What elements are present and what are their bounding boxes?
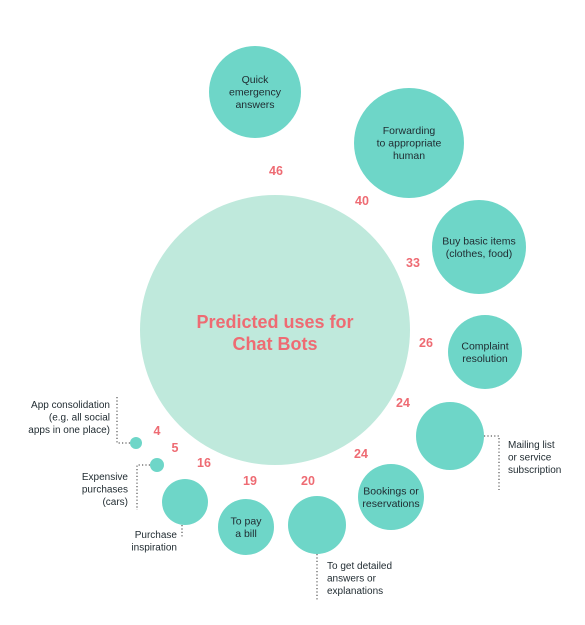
value-label: 26 <box>419 336 433 350</box>
category-label: Expensive purchases(cars) <box>82 472 129 508</box>
category-label-line: to appropriate <box>377 138 442 150</box>
category-label-line: Bookings or <box>363 485 419 497</box>
category-label-line: (e.g. all social <box>49 413 110 424</box>
category-label-line: apps in one place) <box>28 425 110 436</box>
value-label: 16 <box>197 456 211 470</box>
bubble <box>150 458 164 472</box>
bubble <box>218 499 274 555</box>
category-label-line: To get detailed <box>327 561 392 572</box>
leader-line <box>116 395 130 444</box>
center-bubble <box>140 195 410 465</box>
bubble <box>432 200 526 294</box>
category-label-line: Quick <box>242 74 270 86</box>
category-label-line: Expensive <box>82 472 129 483</box>
chart-title-line: Chat Bots <box>233 334 318 354</box>
category-label-line: Complaint <box>461 340 508 352</box>
category-label-line: purchases <box>82 485 128 496</box>
bubble <box>162 479 208 525</box>
category-label-line: Purchase <box>135 530 178 541</box>
category-label-line: resolution <box>462 353 508 365</box>
category-label-line: Mailing list <box>508 440 555 451</box>
category-label-line: (clothes, food) <box>446 248 513 260</box>
leader-line <box>136 464 150 510</box>
value-label: 24 <box>396 396 410 410</box>
category-label-line: answers <box>235 99 274 111</box>
bubble <box>288 496 346 554</box>
bubble <box>130 437 142 449</box>
value-label: 46 <box>269 164 283 178</box>
value-label: 5 <box>172 441 179 455</box>
leader-line <box>484 435 500 490</box>
value-label: 24 <box>354 447 368 461</box>
value-label: 4 <box>154 424 161 438</box>
chart-title-line: Predicted uses for <box>196 312 353 332</box>
category-label-line: human <box>393 150 425 162</box>
bubble <box>358 464 424 530</box>
category-label: Buy basic items(clothes, food) <box>442 235 516 260</box>
category-label-line: inspiration <box>131 543 177 554</box>
category-label-line: Forwarding <box>383 125 436 137</box>
category-label-line: App consolidation <box>31 400 110 411</box>
category-label-line: Buy basic items <box>442 235 516 247</box>
category-label-line: (cars) <box>102 497 128 508</box>
bubble <box>354 88 464 198</box>
value-label: 20 <box>301 474 315 488</box>
category-label-line: subscription <box>508 465 561 476</box>
value-label: 33 <box>406 256 420 270</box>
category-label-line: reservations <box>362 498 419 510</box>
bubble <box>448 315 522 389</box>
category-label-line: or service <box>508 453 552 464</box>
category-label-line: explanations <box>327 586 383 597</box>
category-label: Purchase inspiration <box>131 530 177 554</box>
category-label-line: a bill <box>235 528 257 540</box>
bubble <box>209 46 301 138</box>
category-label-line: To pay <box>231 515 263 527</box>
category-label-line: answers or <box>327 574 377 585</box>
value-label: 40 <box>355 194 369 208</box>
category-label-line: emergency <box>229 87 282 99</box>
value-label: 19 <box>243 474 257 488</box>
bubble <box>416 402 484 470</box>
